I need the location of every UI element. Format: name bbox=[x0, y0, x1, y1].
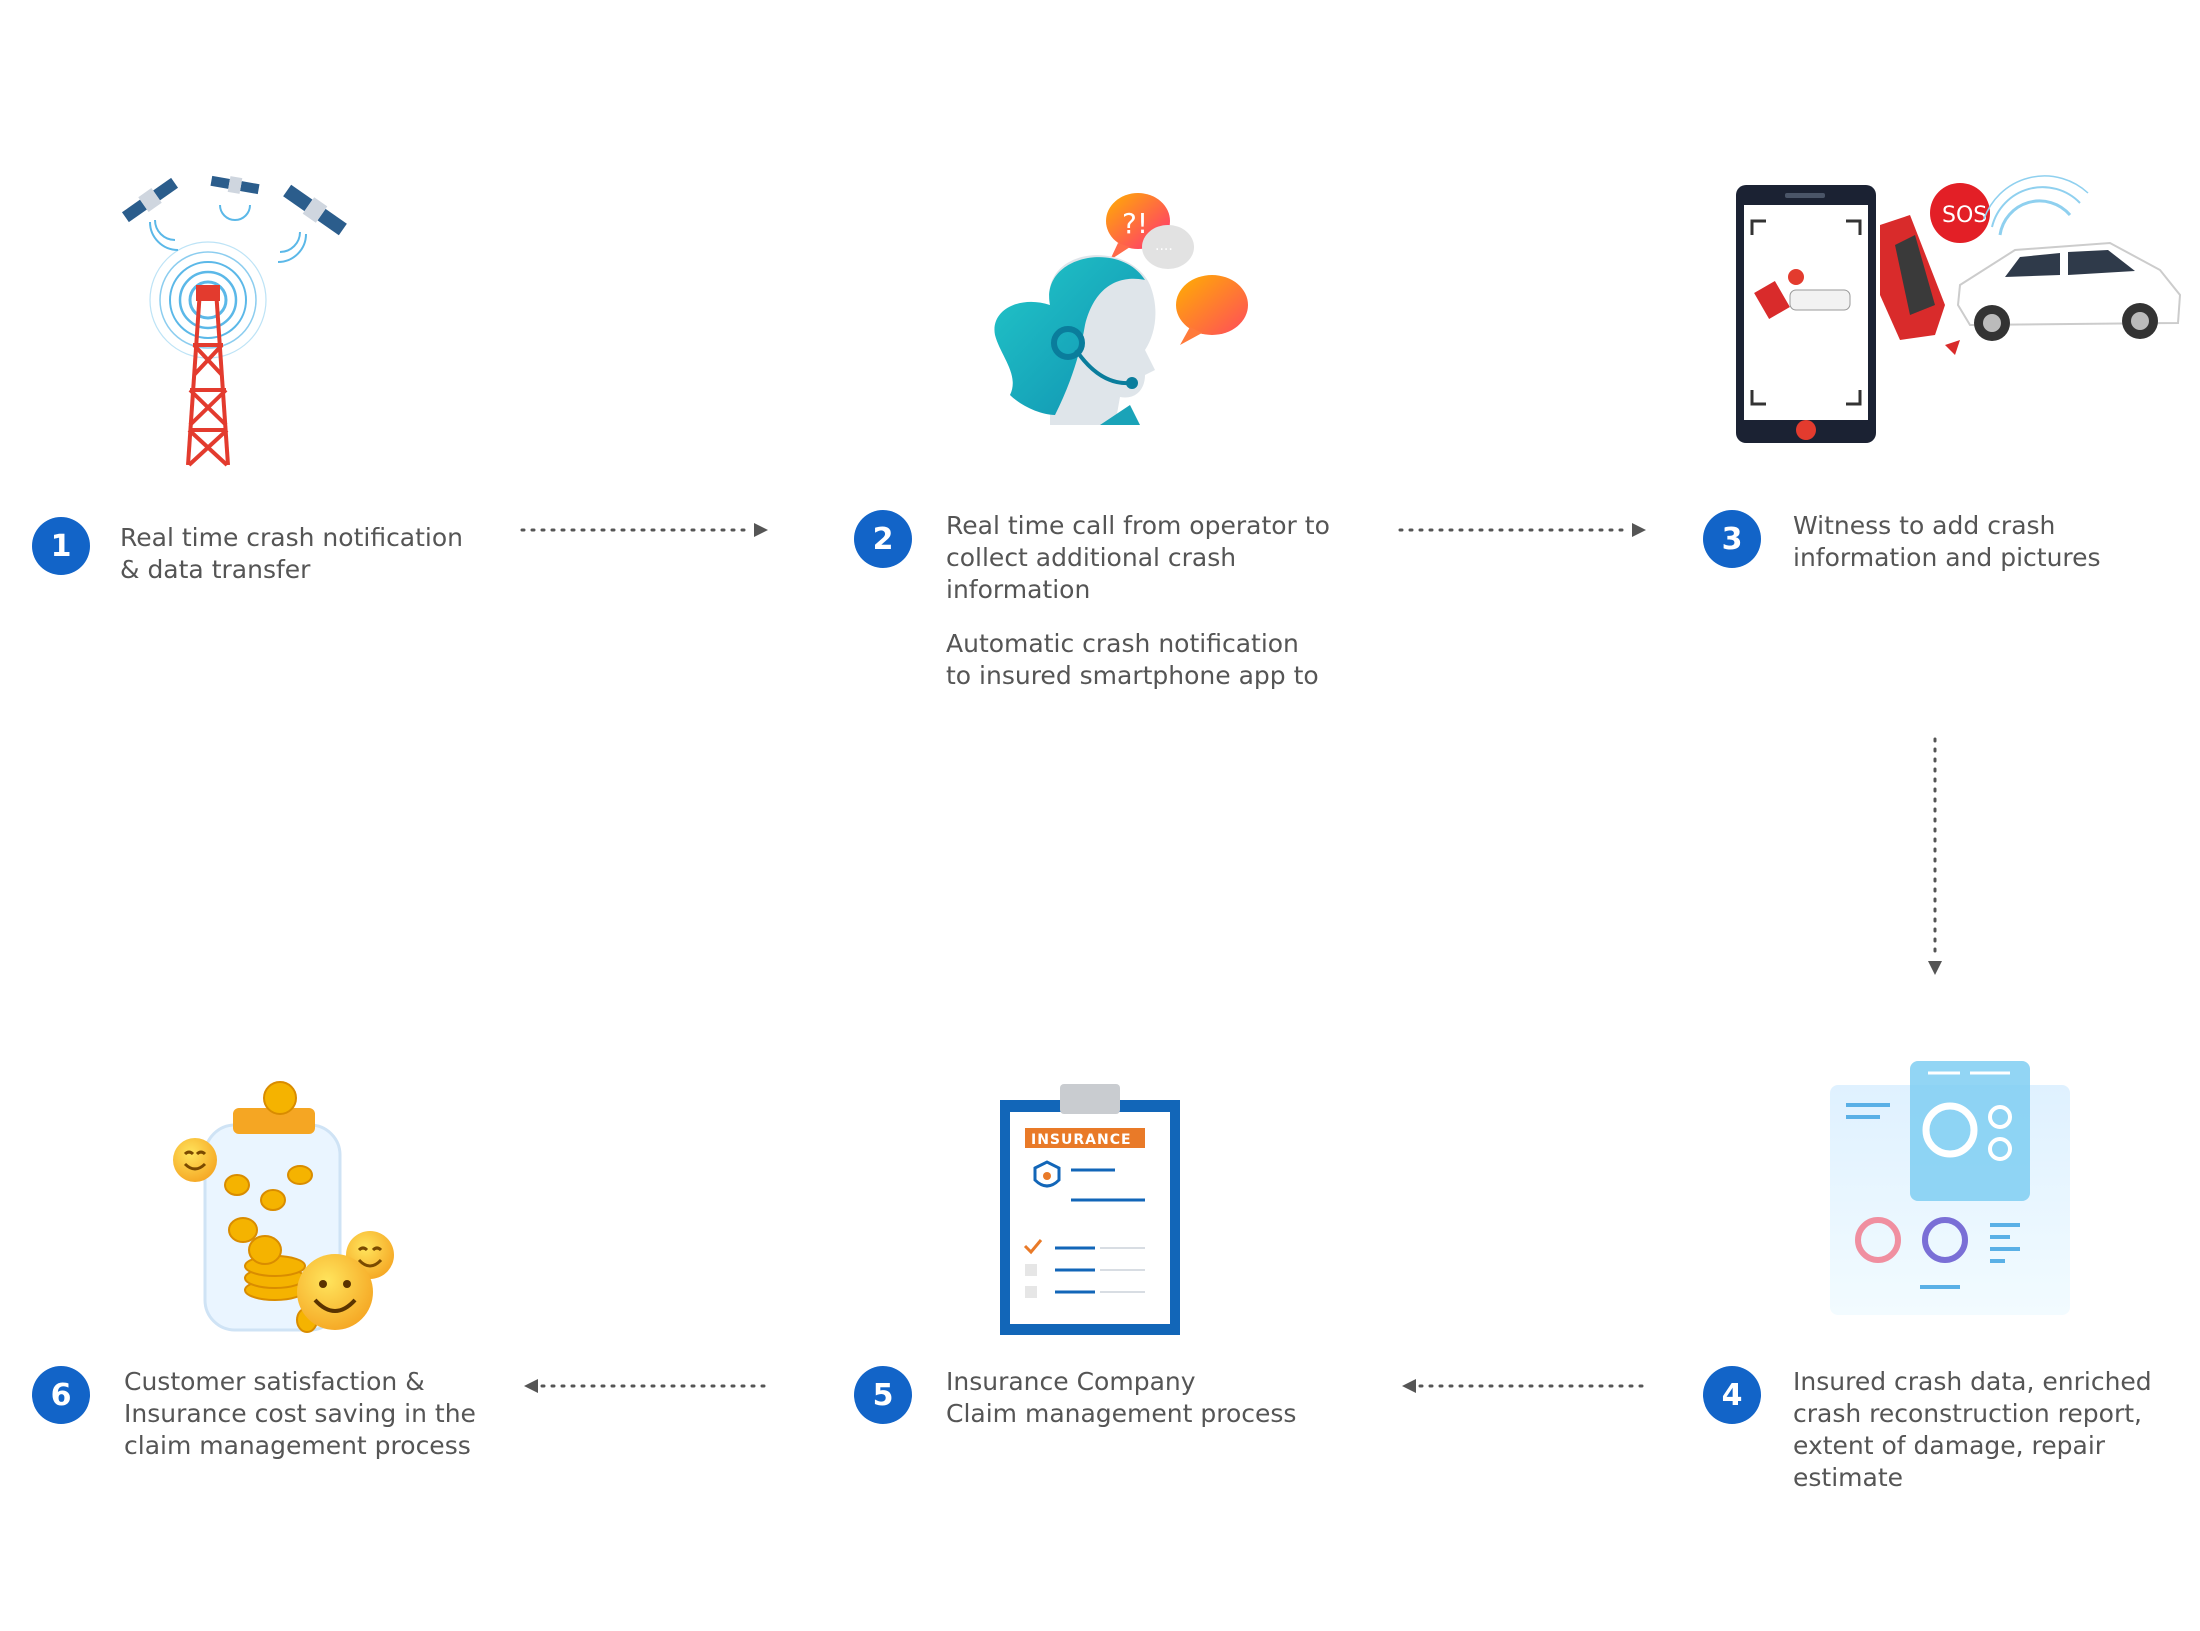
step-3-badge: 3 bbox=[1703, 510, 1761, 568]
arrow-3-to-4 bbox=[1928, 737, 1942, 975]
step-2-badge: 2 bbox=[854, 510, 912, 568]
arrow-4-to-5 bbox=[1402, 1379, 1650, 1393]
data-report-dashboard-icon bbox=[1830, 1061, 2070, 1315]
svg-text:INSURANCE: INSURANCE bbox=[1031, 1132, 1132, 1148]
arrow-5-to-6 bbox=[524, 1379, 772, 1393]
step-4-badge: 4 bbox=[1703, 1366, 1761, 1424]
step-5-badge: 5 bbox=[854, 1366, 912, 1424]
step-6-badge: 6 bbox=[32, 1366, 90, 1424]
step-6-text: Customer satisfaction & Insurance cost s… bbox=[124, 1367, 476, 1460]
step-3-text: Witness to add crash information and pic… bbox=[1793, 511, 2101, 572]
call-center-operator-icon: ?! .... bbox=[994, 193, 1248, 425]
step-5-text: Insurance Company Claim management proce… bbox=[946, 1367, 1297, 1428]
step-1-badge: 1 bbox=[32, 517, 90, 575]
svg-text:SOS: SOS bbox=[1942, 203, 1987, 228]
coin-jar-smiles-icon bbox=[173, 1081, 394, 1333]
arrow-1-to-2 bbox=[520, 523, 768, 537]
svg-text:?!: ?! bbox=[1122, 207, 1148, 240]
step-2-secondary-text: Automatic crash notification to insured … bbox=[946, 629, 1319, 690]
step-1-text: Real time crash notification & data tran… bbox=[120, 523, 464, 584]
smartphone-crash-photo-icon: SOS bbox=[1736, 175, 2182, 443]
arrow-2-to-3 bbox=[1398, 523, 1646, 537]
satellite-tower-icon bbox=[121, 175, 347, 467]
step-2-text: Real time call from operator to collect … bbox=[946, 511, 1330, 604]
svg-text:....: .... bbox=[1155, 238, 1173, 254]
step-4-text: Insured crash data, enriched crash recon… bbox=[1793, 1367, 2152, 1492]
insurance-clipboard-icon: INSURANCE bbox=[1000, 1084, 1180, 1335]
